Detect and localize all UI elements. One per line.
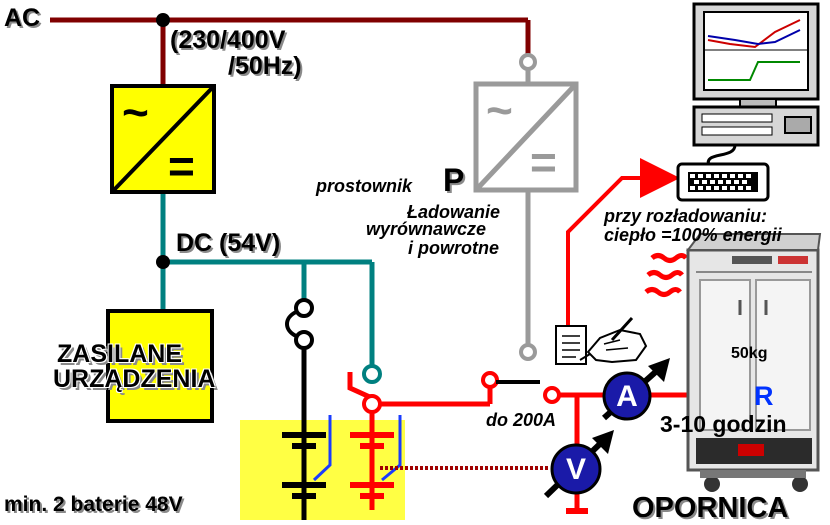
charging-line1: Ładowanie <box>407 202 501 222</box>
computer-icon <box>692 2 820 169</box>
notepad-icon <box>555 325 587 365</box>
load-box <box>106 309 214 423</box>
ac-label: AC <box>4 4 41 32</box>
converter-dc-symbol: = <box>168 140 195 192</box>
charging-line2: wyrównawcze <box>366 219 487 239</box>
current-max-label: do 200A <box>486 410 557 430</box>
switch-blade <box>285 310 298 338</box>
red-switch-terminal <box>362 394 382 414</box>
dc-voltage-label: DC (54V) <box>176 229 281 257</box>
rectifier-ac-symbol: ~ <box>486 84 513 136</box>
rectifier-terminal-top <box>519 53 537 71</box>
contactor-terminal-right <box>543 386 561 404</box>
rectifier-letter: P <box>443 162 465 198</box>
keyboard-icon <box>676 162 770 202</box>
switch-terminal-top <box>294 298 314 318</box>
battery-cell-red-2 <box>350 482 394 499</box>
converter-ac-symbol: ~ <box>122 86 149 138</box>
red-battery-string <box>347 372 375 510</box>
dc-switch-terminal <box>362 364 382 384</box>
rectifier-terminal-bottom <box>519 343 537 361</box>
writing-hand-icon <box>579 316 648 364</box>
voltmeter-label: V <box>565 453 586 486</box>
switch-terminal-bottom <box>294 330 314 350</box>
load-bank-label: OPORNICA <box>632 492 789 524</box>
data-line <box>566 158 680 340</box>
voltmeter <box>550 443 602 495</box>
load-bank-cabinet <box>686 233 822 492</box>
batteries-label: min. 2 baterie 48V <box>4 493 183 516</box>
dc-junction <box>156 255 170 269</box>
battery-cell-red-1 <box>350 432 394 449</box>
ammeter-label: A <box>616 380 638 413</box>
rectifier-box <box>473 81 579 193</box>
ac-wire <box>50 17 531 85</box>
weight-label: 50kg <box>731 345 768 362</box>
load-label-line2: URZĄDZENIA <box>53 365 216 393</box>
mains-voltage-line2: /50Hz) <box>228 52 302 80</box>
battery-cell-black-1 <box>282 432 326 449</box>
power-converter <box>110 84 216 194</box>
discharge-line1: przy rozładowaniu: <box>604 206 768 226</box>
mains-voltage-line1: (230/400V <box>170 26 286 54</box>
dc-wire <box>160 193 375 368</box>
charging-line3: i powrotne <box>408 238 499 258</box>
duration-label: 3-10 godzin <box>660 411 787 437</box>
heat-waves <box>644 253 688 297</box>
ammeter <box>602 371 652 421</box>
rectifier-dc-symbol: = <box>530 136 557 188</box>
battery-link-blue-1 <box>312 415 332 482</box>
rectifier-caption: prostownik <box>316 176 413 196</box>
battery-link-blue-2 <box>381 415 402 482</box>
contactor-terminal-left <box>481 371 499 389</box>
resistor-letter: R <box>754 381 774 411</box>
ground-bar <box>566 508 588 514</box>
load-label-line1: ZASILANE <box>57 340 182 368</box>
discharge-line2: ciepło =100% energii <box>604 225 782 245</box>
battery-cell-black-2 <box>282 482 326 499</box>
ac-junction <box>156 13 170 27</box>
